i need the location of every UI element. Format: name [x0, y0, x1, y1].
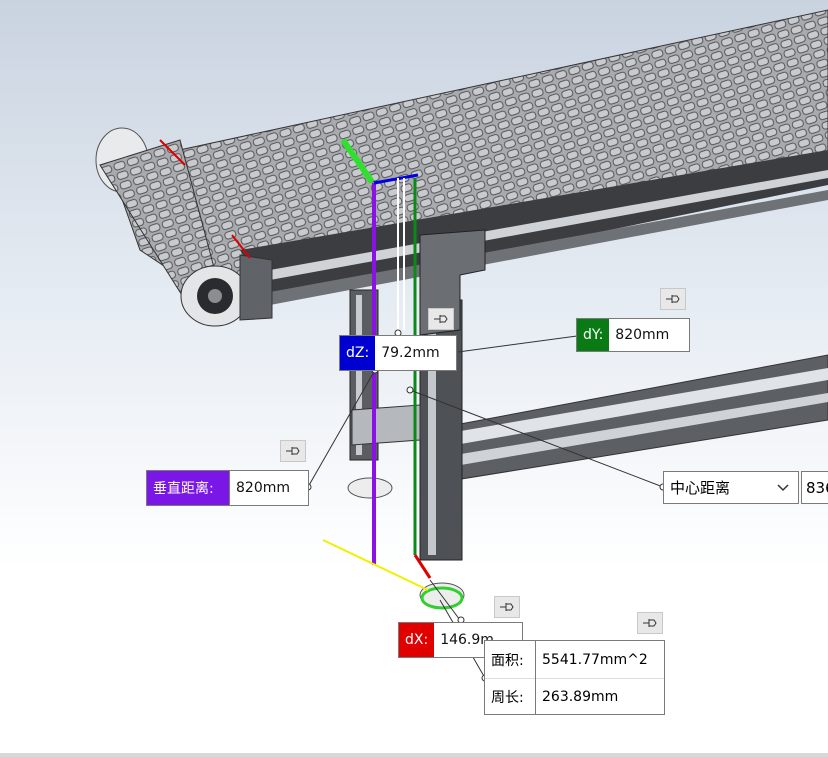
status-bar: [0, 753, 828, 757]
vertical-distance-callout[interactable]: 垂直距离: 820mm: [146, 470, 309, 506]
vertical-distance-value: 820mm: [229, 471, 296, 505]
perimeter-label: 周长:: [485, 678, 536, 715]
dz-value: 79.2mm: [375, 336, 446, 370]
dy-label: dY:: [577, 319, 610, 351]
dz-label: dZ:: [340, 336, 376, 370]
pin-icon[interactable]: [280, 440, 306, 462]
center-distance-selected: 中心距离: [670, 479, 731, 497]
chevron-down-icon: [777, 484, 789, 492]
dx-line: [413, 554, 432, 579]
area-value: 5541.77mm^2: [542, 651, 648, 668]
pin-icon[interactable]: [428, 308, 454, 330]
foot-left: [347, 477, 393, 499]
vertical-distance-label: 垂直距离:: [147, 471, 229, 505]
dz-callout[interactable]: dZ: 79.2mm: [339, 335, 457, 371]
z-axis-marker: [340, 138, 375, 184]
pin-icon[interactable]: [637, 612, 663, 634]
area-perimeter-callout[interactable]: 面积: 5541.77mm^2 周长: 263.89mm: [484, 640, 665, 715]
dy-value: 820mm: [609, 319, 676, 351]
pin-icon[interactable]: [494, 596, 520, 618]
dy-callout[interactable]: dY: 820mm: [576, 318, 690, 352]
center-distance-value: 836: [801, 471, 828, 504]
center-distance-select[interactable]: 中心距离: [663, 471, 799, 504]
perimeter-value: 263.89mm: [542, 688, 619, 705]
dz-line: [373, 173, 419, 185]
pin-icon[interactable]: [660, 288, 686, 310]
area-label: 面积:: [485, 641, 536, 678]
lower-rail: [454, 354, 828, 481]
x-axis-yellow: [322, 539, 429, 591]
dx-label: dX:: [399, 623, 435, 657]
